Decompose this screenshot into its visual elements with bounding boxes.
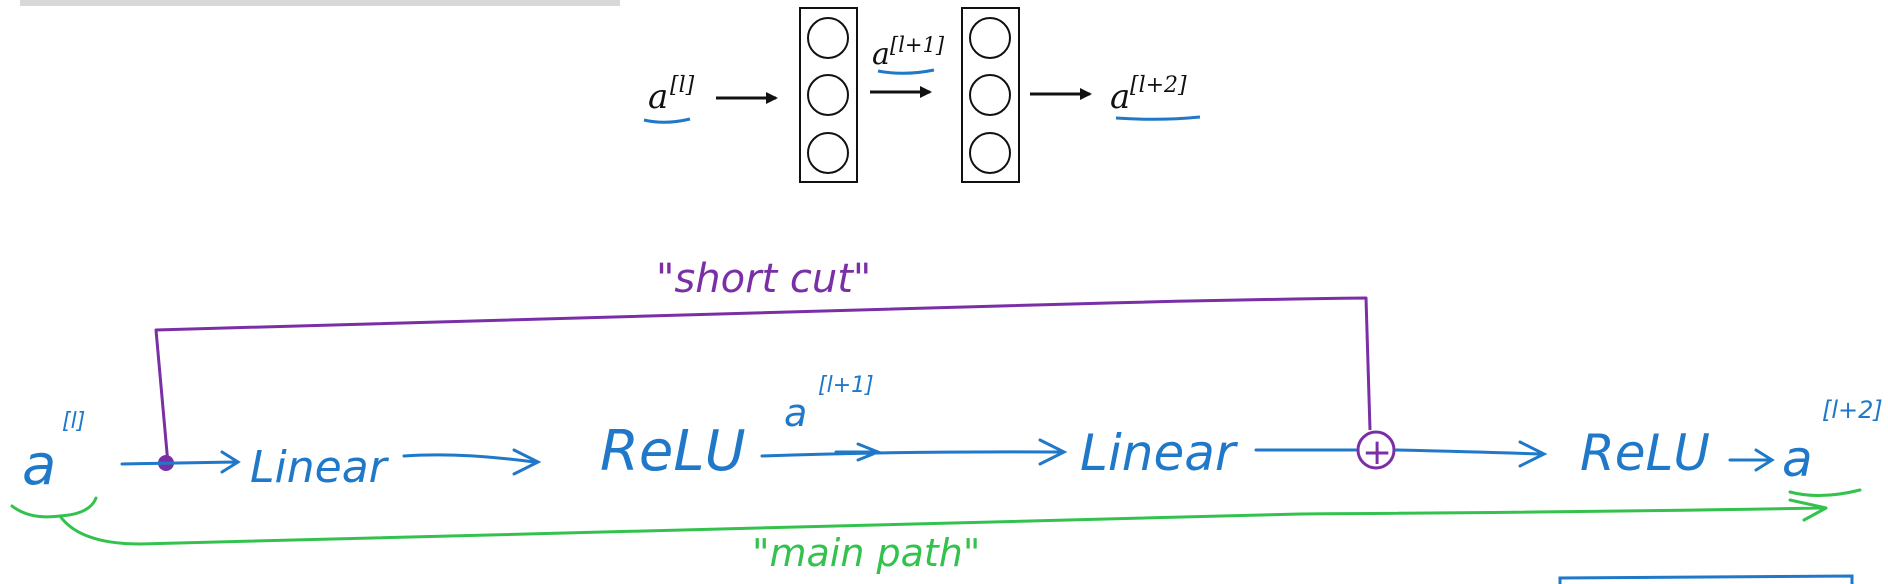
main-path-brace [10, 496, 1828, 546]
top-layer-2-neuron [969, 132, 1011, 174]
bottom-input-superscript: [l] [62, 409, 85, 434]
bottom-mid-superscript: [l+1] [818, 373, 874, 398]
top-middle-underline [877, 68, 935, 75]
top-layer-box-2 [961, 7, 1020, 183]
top-layer-1-neuron [807, 74, 849, 116]
top-output-underline [1115, 115, 1201, 121]
top-layer-1-neuron [807, 132, 849, 174]
top-layer-2-neuron [969, 17, 1011, 59]
main-path-arrow-5 [1394, 440, 1548, 468]
main-path-label: "main path" [752, 531, 980, 575]
addition-node-circle [1356, 430, 1396, 470]
main-path-arrow-3 [760, 438, 1068, 466]
top-input-superscript: [l] [670, 73, 695, 98]
top-input-underline [643, 117, 691, 124]
top-network-diagram: a [l] a [l+1] a [l+2] [643, 7, 1201, 183]
relu-2-label: ReLU [1580, 424, 1710, 482]
top-middle-superscript: [l+1] [890, 33, 945, 57]
top-middle-label: a [872, 37, 890, 72]
cropped-annotation-box [1558, 574, 1854, 584]
main-path-arrow-2 [402, 448, 542, 476]
bottom-residual-diagram: "short cut" a [l] Linear ReLU a [l+1] Li… [10, 256, 1883, 584]
bottom-input-label: a [22, 433, 56, 498]
bottom-output-superscript: [l+2] [1822, 396, 1883, 424]
shortcut-label: "short cut" [656, 256, 871, 302]
linear-2-label: Linear [1080, 424, 1239, 482]
top-input-label: a [648, 77, 668, 117]
shortcut-connection [154, 296, 1372, 465]
relu-1-label: ReLU [600, 419, 746, 484]
top-output-label: a [1110, 77, 1130, 117]
bottom-mid-label: a [784, 391, 807, 435]
cropped-title-fragment [20, 0, 620, 6]
main-path-arrow-6 [1728, 448, 1775, 472]
output-underline [1788, 488, 1862, 498]
bottom-output-label: a [1782, 430, 1813, 488]
main-path-arrow-1 [120, 450, 241, 474]
top-layer-box-1 [799, 7, 858, 183]
top-output-superscript: [l+2] [1130, 73, 1187, 98]
addition-node: + [1356, 430, 1396, 473]
top-layer-1-neuron [807, 17, 849, 59]
top-layer-2-neuron [969, 74, 1011, 116]
addition-node-symbol: + [1362, 432, 1392, 473]
linear-1-label: Linear [250, 442, 390, 493]
